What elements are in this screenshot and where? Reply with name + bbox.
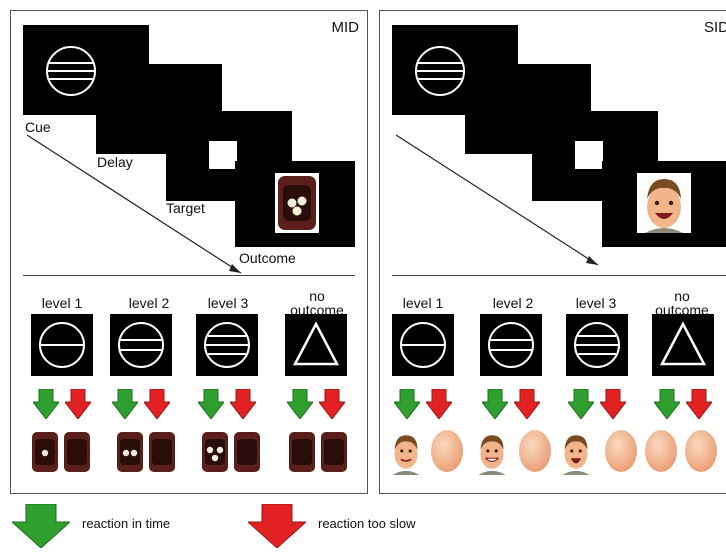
divider <box>392 275 726 276</box>
level-2-label: level 2 <box>128 295 170 311</box>
empty-coin-box-icon <box>321 432 347 472</box>
green-arrow-icon <box>482 389 508 419</box>
red-arrow-icon <box>319 389 345 419</box>
coin-box-icon <box>117 432 143 472</box>
red-arrow-icon <box>65 389 91 419</box>
no-outcome-label: no outcome <box>290 288 344 318</box>
red-arrow-icon <box>426 389 452 419</box>
red-arrow-icon <box>686 389 712 419</box>
panel-title: SID <box>704 19 726 36</box>
panel-title: MID <box>331 19 360 36</box>
time-arrow <box>395 134 599 266</box>
no-outcome-label: no outcome <box>655 288 709 318</box>
too-slow-legend-label: reaction too slow <box>318 516 416 531</box>
neutral-oval-icon <box>519 430 551 472</box>
level-1-label: level 1 <box>402 295 444 311</box>
empty-coin-box-icon <box>149 432 175 472</box>
green-arrow-icon <box>198 389 224 419</box>
neutral-oval-icon <box>431 430 463 472</box>
target-square <box>209 141 237 169</box>
circle-three-lines-icon <box>196 314 258 376</box>
coin-box-icon <box>32 432 58 472</box>
cue-symbol-icon <box>46 46 96 96</box>
neutral-oval-icon <box>645 430 677 472</box>
outcome-screen <box>602 161 726 247</box>
in-time-legend-label: reaction in time <box>82 516 171 531</box>
coin-box-icon <box>275 173 319 233</box>
cue-label: Cue <box>25 119 51 135</box>
empty-coin-box-icon <box>234 432 260 472</box>
red-arrow-icon <box>230 389 256 419</box>
red-arrow-icon <box>600 389 626 419</box>
red-arrow-icon <box>144 389 170 419</box>
outcome-screen <box>235 161 355 247</box>
sid-panel: SID level 1 level 2 level 3 no outcome <box>379 10 726 494</box>
divider <box>23 275 355 276</box>
delay-label: Delay <box>97 154 133 170</box>
time-arrow <box>26 134 242 274</box>
empty-coin-box-icon <box>64 432 90 472</box>
circle-two-lines-icon <box>110 314 172 376</box>
green-arrow-icon <box>112 389 138 419</box>
target-label: Target <box>166 200 205 216</box>
level-3-label: level 3 <box>207 295 249 311</box>
red-arrow-icon <box>514 389 540 419</box>
green-arrow-icon <box>394 389 420 419</box>
empty-coin-box-icon <box>289 432 315 472</box>
cue-symbol-icon <box>415 46 465 96</box>
target-square <box>575 141 603 169</box>
level-2-label: level 2 <box>492 295 534 311</box>
circle-one-line-icon <box>392 314 454 376</box>
smiling-face-icon <box>558 429 594 475</box>
neutral-oval-icon <box>685 430 717 472</box>
happy-face-icon <box>637 173 691 233</box>
outcome-label: Outcome <box>239 250 296 266</box>
green-arrow-icon <box>33 389 59 419</box>
neutral-oval-icon <box>605 430 637 472</box>
red-arrow-legend-icon <box>248 504 306 548</box>
green-arrow-icon <box>287 389 313 419</box>
circle-two-lines-icon <box>480 314 542 376</box>
green-arrow-icon <box>654 389 680 419</box>
smiling-face-icon <box>388 429 424 475</box>
circle-one-line-icon <box>31 314 93 376</box>
triangle-icon <box>652 314 714 376</box>
mid-panel: MID Cue Delay Target Outcome level 1 lev… <box>10 10 368 494</box>
coin-box-icon <box>202 432 228 472</box>
level-3-label: level 3 <box>575 295 617 311</box>
level-1-label: level 1 <box>41 295 83 311</box>
smiling-face-icon <box>474 429 510 475</box>
circle-three-lines-icon <box>566 314 628 376</box>
triangle-icon <box>285 314 347 376</box>
green-arrow-icon <box>568 389 594 419</box>
green-arrow-legend-icon <box>12 504 70 548</box>
